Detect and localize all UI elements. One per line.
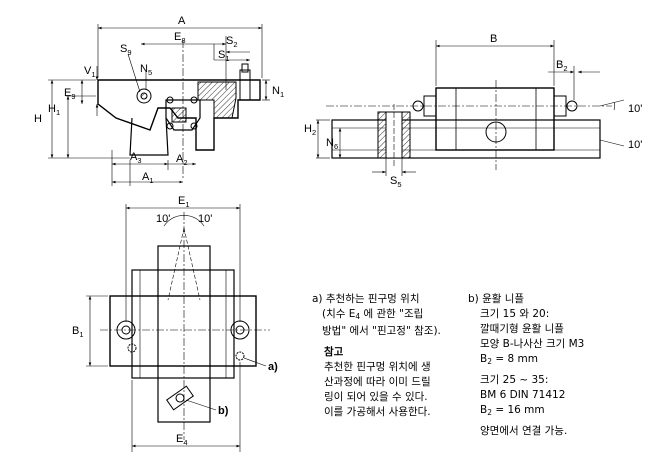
notes-left: a) 추천하는 핀구멍 위치 (치수 E4 에 관한 "조립 방법" 에서 "핀… xyxy=(312,292,441,420)
dim-S9: S9 xyxy=(120,43,132,57)
note-b-line5: B2 = 8 mm xyxy=(480,353,538,366)
dim-N1: N1 xyxy=(272,85,284,99)
dim-N5: N5 xyxy=(140,63,152,77)
angle-bottom-label: 10' xyxy=(628,139,642,151)
note-b-line4: 모양 B-나사산 크기 M3 xyxy=(480,338,585,350)
note-b-line2: 크기 15 와 20: xyxy=(480,308,550,320)
dim-A1: A1 xyxy=(142,171,154,185)
top-view xyxy=(86,204,270,452)
dim-A3: A3 xyxy=(130,151,142,165)
angle-left-label: 10' xyxy=(156,213,170,225)
dim-H: H xyxy=(34,113,42,125)
notes-right: b) 윤활 니플 크기 15 와 20: 깔때기형 윤활 니플 모양 B-나사산… xyxy=(468,292,584,439)
callout-a: a) xyxy=(268,361,278,373)
dim-E1: E1 xyxy=(178,195,190,209)
note-ref-title: 참고 xyxy=(324,346,344,358)
dim-E8: E8 xyxy=(174,31,186,45)
angle-right-label: 10' xyxy=(198,213,212,225)
note-b-line3: 깔때기형 윤활 니플 xyxy=(480,323,564,335)
note-ref-line3: 링이 되어 있을 수 있다. xyxy=(324,391,428,403)
dim-H2: H2 xyxy=(304,123,316,137)
dim-labels-side: B B2 H2 N6 S5 10' 10' xyxy=(304,33,642,189)
dim-A: A xyxy=(178,15,186,27)
callout-b: b) xyxy=(218,405,229,417)
dim-E9: E9 xyxy=(64,87,76,101)
dim-V1: V1 xyxy=(84,65,96,79)
note-b-line1: b) 윤활 니플 xyxy=(468,293,525,305)
dim-E4: E4 xyxy=(176,433,188,447)
note-ref-line4: 이를 가공해서 사용한다. xyxy=(324,406,431,418)
note-ref-line1: 추천한 핀구멍 위치에 생 xyxy=(324,361,431,373)
dim-N6: N6 xyxy=(326,137,338,151)
dim-H1: H1 xyxy=(48,103,60,117)
dim-labels-section: A E8 S2 S1 S9 N5 V1 E9 H H1 N1 A3 A2 A1 xyxy=(34,15,284,185)
note-a-line3: 방법" 에서 "핀고정" 참조). xyxy=(322,325,441,337)
dim-A2: A2 xyxy=(176,153,188,167)
note-b-line9: 양면에서 연결 가능. xyxy=(480,425,568,437)
angle-top-label: 10' xyxy=(628,103,642,115)
dim-S5: S5 xyxy=(390,175,402,189)
dim-B2: B2 xyxy=(556,59,568,73)
dim-S2: S2 xyxy=(226,35,238,49)
note-b-line6: 크기 25 ~ 35: xyxy=(480,374,549,386)
side-view xyxy=(316,40,625,176)
dim-B1: B1 xyxy=(72,325,84,339)
note-a-line2: (치수 E4 에 관한 "조립 xyxy=(322,308,424,321)
dim-labels-top-view: E1 10' 10' B1 E4 a) b) xyxy=(72,195,278,447)
note-b-line8: B2 = 16 mm xyxy=(480,404,545,417)
note-ref-line2: 산과정에 따라 이미 드릴 xyxy=(324,376,431,388)
note-a-line1: a) 추천하는 핀구멍 위치 xyxy=(312,293,420,305)
note-b-line7: BM 6 DIN 71412 xyxy=(480,389,566,401)
dim-B: B xyxy=(490,33,497,45)
section-view xyxy=(48,24,270,186)
dim-S1: S1 xyxy=(218,49,230,63)
